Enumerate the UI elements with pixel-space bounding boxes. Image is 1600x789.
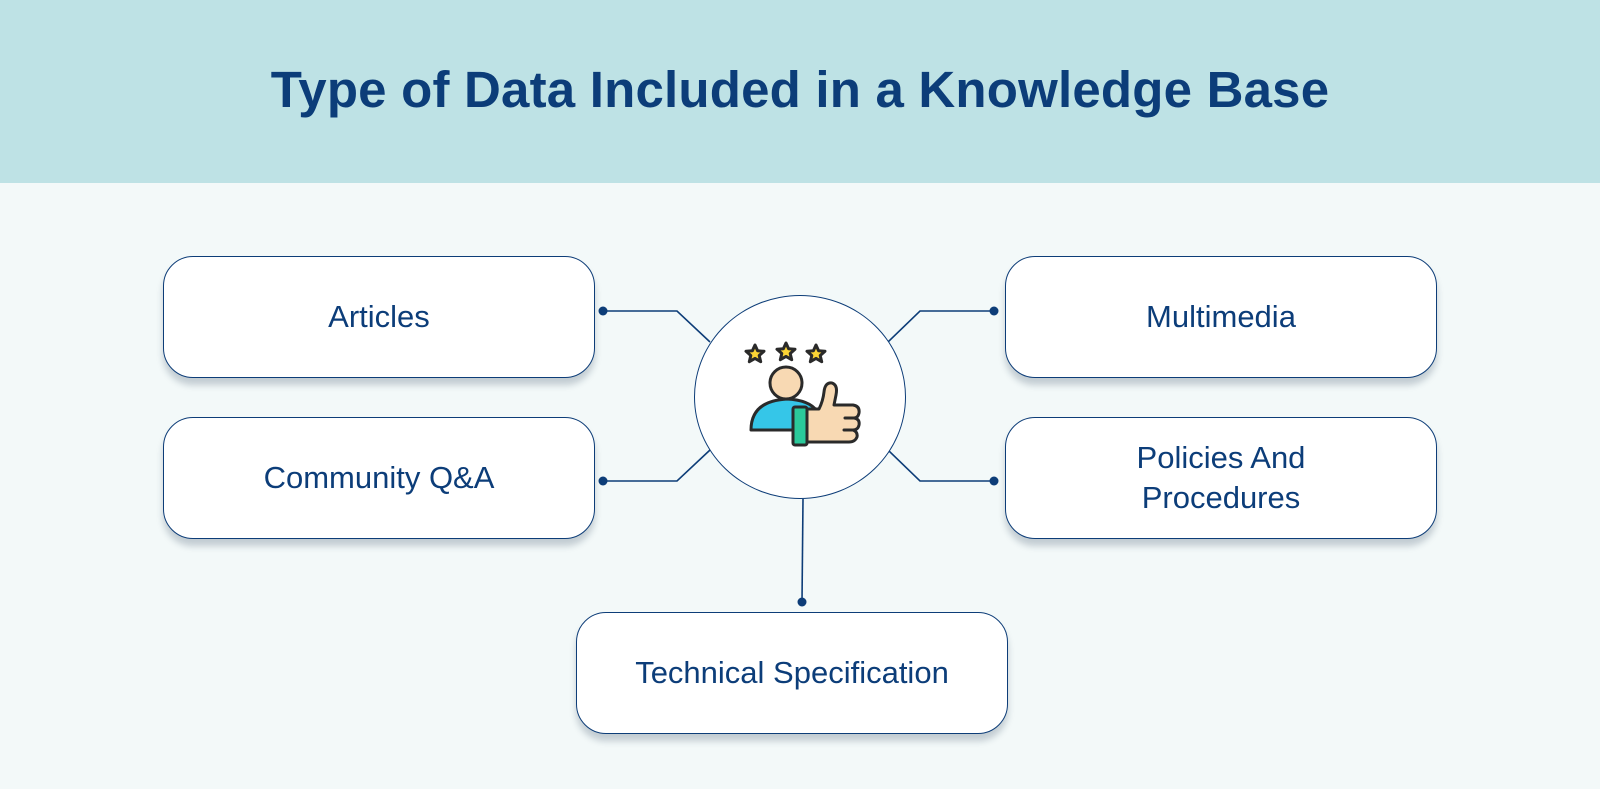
node-community-qa-label: Community Q&A xyxy=(263,460,495,495)
node-multimedia: Multimedia xyxy=(1005,256,1437,378)
node-multimedia-label: Multimedia xyxy=(1146,299,1296,334)
connector-dot-articles xyxy=(598,306,608,316)
connector-dot-multimedia xyxy=(989,306,999,316)
star-icon xyxy=(805,343,827,364)
node-policies-and-procedures: Policies And Procedures xyxy=(1005,417,1437,539)
hub-circle xyxy=(694,295,906,499)
connector-dot-community xyxy=(598,476,608,486)
connector-community xyxy=(603,449,711,482)
page-title: Type of Data Included in a Knowledge Bas… xyxy=(270,61,1330,118)
header-banner: Type of Data Included in a Knowledge Bas… xyxy=(0,0,1600,183)
thumbs-up-hand-icon xyxy=(803,381,861,444)
node-articles: Articles xyxy=(163,256,595,378)
node-technical-label: Technical Specification xyxy=(635,655,949,690)
star-icon xyxy=(775,341,797,362)
node-technical-specification: Technical Specification xyxy=(576,612,1008,734)
connector-technical xyxy=(801,498,804,603)
user-thumbs-up-rating-icon xyxy=(744,341,861,447)
connector-dot-policies xyxy=(989,476,999,486)
person-head-icon xyxy=(768,365,804,401)
connector-dot-technical xyxy=(797,597,807,607)
connector-multimedia xyxy=(887,310,994,343)
star-icon xyxy=(744,343,766,364)
node-policies-label-line1: Policies And xyxy=(1136,440,1306,475)
node-policies-label-line2: Procedures xyxy=(1141,480,1301,515)
node-community-qa: Community Q&A xyxy=(163,417,595,539)
sleeve-cuff-icon xyxy=(791,405,809,447)
node-articles-label: Articles xyxy=(328,299,430,334)
connector-articles xyxy=(603,310,711,343)
node-policies-label: Policies And Procedures xyxy=(1137,438,1306,518)
connector-policies xyxy=(887,449,994,482)
